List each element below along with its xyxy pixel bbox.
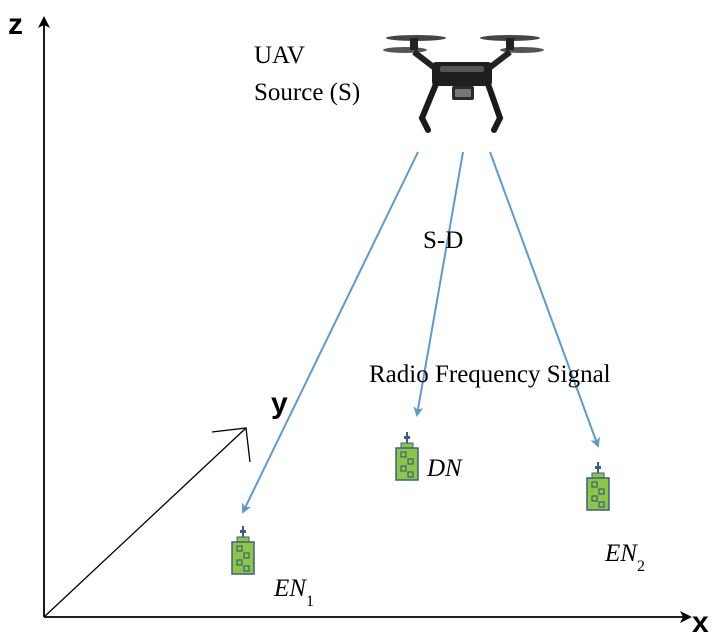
drone-icon: [383, 35, 544, 133]
link-to-en1: [242, 151, 419, 514]
en1-label-sub: 1: [306, 593, 314, 610]
y-axis-arrowhead: [211, 427, 251, 463]
en2-label-sub: 2: [637, 558, 645, 575]
rf-signal-label: Radio Frequency Signal: [369, 361, 611, 388]
en1-label-main: EN: [273, 575, 307, 602]
link-to-dn: [413, 151, 464, 417]
sensor-device-icon-en2: [586, 461, 610, 511]
link-to-en2: [489, 151, 600, 448]
sd-link-label: S-D: [423, 227, 463, 254]
uav-source-label: Source (S): [254, 79, 360, 106]
uav-label: UAV: [254, 42, 305, 69]
dn-label: DN: [426, 455, 463, 482]
z-axis-label: z: [8, 8, 23, 41]
en2-label-main: EN: [604, 540, 638, 567]
en1-label: EN1: [273, 575, 314, 610]
en2-label: EN2: [604, 540, 645, 575]
sensor-device-icon-en1: [231, 525, 255, 575]
y-axis-label: y: [271, 387, 288, 420]
x-axis-label: x: [692, 606, 709, 639]
y-axis: [43, 427, 247, 618]
sensor-device-icon-dn: [395, 431, 419, 481]
